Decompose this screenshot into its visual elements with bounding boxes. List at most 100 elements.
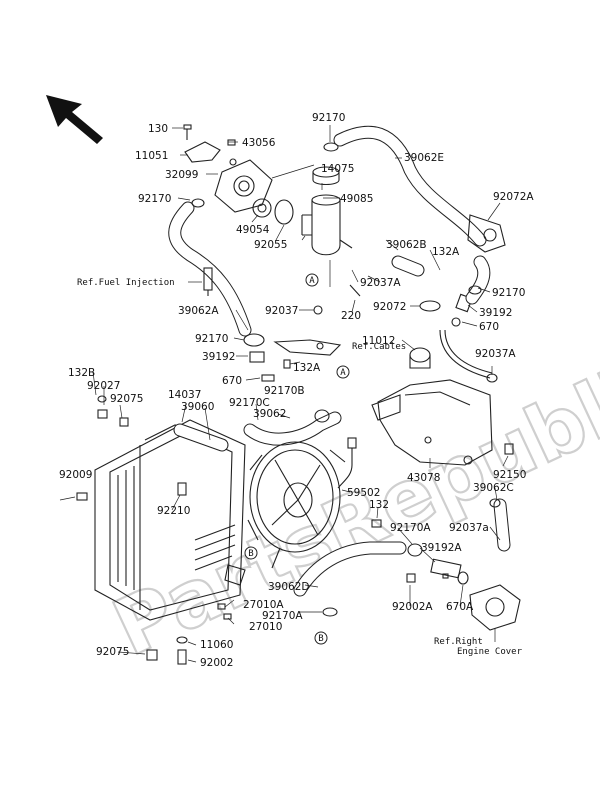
cooling-fan bbox=[247, 441, 346, 553]
part-label: 27010A bbox=[243, 599, 284, 611]
ref-right-engine-cover-line1: Ref.Right bbox=[434, 637, 483, 647]
sensor-fuel-injection bbox=[203, 267, 213, 296]
o-ring-92055 bbox=[274, 199, 294, 225]
thermostat bbox=[252, 198, 272, 218]
part-label: 39062D bbox=[268, 581, 310, 593]
fan-bolt-132 bbox=[371, 519, 382, 528]
part-label: 11060 bbox=[200, 639, 233, 651]
part-label: 92055 bbox=[254, 239, 287, 251]
bolts-top bbox=[183, 124, 237, 166]
part-label: 670 bbox=[222, 375, 242, 387]
part-label: 92170B bbox=[264, 385, 305, 397]
filler-neck bbox=[301, 194, 353, 256]
part-label: 59502 bbox=[347, 487, 380, 499]
direction-arrow-icon bbox=[46, 95, 103, 144]
part-label: 39192 bbox=[202, 351, 235, 363]
part-label: 11012 bbox=[362, 335, 395, 347]
part-label: 92170A bbox=[262, 610, 303, 622]
part-label: 92037a bbox=[449, 522, 489, 534]
part-label: 92210 bbox=[157, 505, 190, 517]
part-label: 220 bbox=[341, 310, 361, 322]
ref-cables: Ref.Cables bbox=[352, 342, 406, 352]
part-label: 92037 bbox=[265, 305, 298, 317]
part-label: 92170A bbox=[390, 522, 431, 534]
part-label: 132A bbox=[293, 362, 321, 374]
hose-39062D bbox=[293, 541, 407, 597]
part-label: 92170 bbox=[195, 333, 228, 345]
pump-fittings bbox=[406, 543, 469, 585]
part-label: 92170C bbox=[229, 397, 270, 409]
part-label: 92037A bbox=[475, 348, 516, 360]
hose-overflow bbox=[439, 329, 493, 379]
part-label: 92170 bbox=[138, 193, 171, 205]
part-label: 43056 bbox=[242, 137, 276, 149]
part-label: 92170 bbox=[312, 112, 345, 124]
part-label: 92072A bbox=[493, 191, 534, 203]
fan-wire bbox=[271, 437, 357, 569]
engine-cover bbox=[469, 584, 521, 631]
hose-39062C bbox=[493, 498, 511, 552]
svg-text:B: B bbox=[248, 549, 253, 559]
part-label: 132 bbox=[369, 499, 389, 511]
thermostat-housing bbox=[184, 141, 273, 213]
part-label: 27010 bbox=[249, 621, 282, 633]
part-label: 11051 bbox=[135, 150, 168, 162]
hose-top-39060 bbox=[173, 423, 229, 452]
part-label: 39062B bbox=[386, 239, 427, 251]
part-label: 132B bbox=[68, 367, 95, 379]
part-label: 43078 bbox=[407, 472, 440, 484]
part-label: 670 bbox=[479, 321, 499, 333]
hose-right-small bbox=[465, 255, 491, 305]
hose-39062E bbox=[333, 125, 487, 247]
bolt-92150 bbox=[504, 443, 514, 455]
hose-39062B bbox=[391, 255, 425, 277]
part-label: 92170 bbox=[492, 287, 525, 299]
part-label: 49085 bbox=[340, 193, 373, 205]
marker-a-1: A bbox=[305, 273, 319, 287]
part-label: 130 bbox=[148, 123, 168, 135]
hose-39062-mid bbox=[243, 411, 342, 446]
ref-fuel-injection: Ref.Fuel Injection bbox=[77, 278, 175, 288]
reservoir-tank bbox=[371, 379, 493, 466]
radiator-hardware bbox=[76, 395, 188, 665]
reference-labels: Ref.Fuel Injection Ref.Cables Ref.Right … bbox=[77, 278, 523, 657]
part-label: 92075 bbox=[96, 646, 129, 658]
part-label: 92072 bbox=[373, 301, 406, 313]
marker-b-2: B bbox=[314, 631, 328, 645]
svg-text:A: A bbox=[309, 276, 315, 286]
part-labels: 130 43056 11051 32099 92170 39062E 14075… bbox=[59, 112, 534, 669]
part-label: 39192 bbox=[479, 307, 512, 319]
reservoir-cap bbox=[409, 347, 431, 369]
marker-a-2: A bbox=[336, 365, 350, 379]
part-label: 92002A bbox=[392, 601, 433, 613]
part-label: 39062 bbox=[253, 408, 286, 420]
svg-text:B: B bbox=[318, 634, 323, 644]
small-parts-mid bbox=[243, 284, 361, 382]
part-label: 14075 bbox=[321, 163, 354, 175]
part-label: 39062C bbox=[473, 482, 514, 494]
part-label: 92075 bbox=[110, 393, 143, 405]
svg-text:A: A bbox=[340, 368, 346, 378]
reservoir-valve bbox=[467, 214, 506, 253]
leader-lines bbox=[59, 125, 509, 663]
part-label: 14037 bbox=[168, 389, 201, 401]
part-label: 670A bbox=[446, 601, 474, 613]
part-label: 39060 bbox=[181, 401, 214, 413]
part-label: 92002 bbox=[200, 657, 233, 669]
fan-bracket-parts bbox=[217, 564, 246, 620]
part-label: 39062A bbox=[178, 305, 219, 317]
part-label: 92009 bbox=[59, 469, 92, 481]
part-label: 49054 bbox=[236, 224, 270, 236]
marker-b-1: B bbox=[244, 546, 258, 560]
part-label: 92027 bbox=[87, 380, 120, 392]
hose-39062A bbox=[168, 201, 252, 337]
part-label: 92150 bbox=[493, 469, 526, 481]
part-label: 92037A bbox=[360, 277, 401, 289]
part-label: 32099 bbox=[165, 169, 198, 181]
part-label: 39192A bbox=[421, 542, 462, 554]
part-label: 132A bbox=[432, 246, 460, 258]
radiator-cap bbox=[312, 166, 340, 186]
part-label: 39062E bbox=[404, 152, 444, 164]
bracket-cables bbox=[273, 339, 342, 356]
